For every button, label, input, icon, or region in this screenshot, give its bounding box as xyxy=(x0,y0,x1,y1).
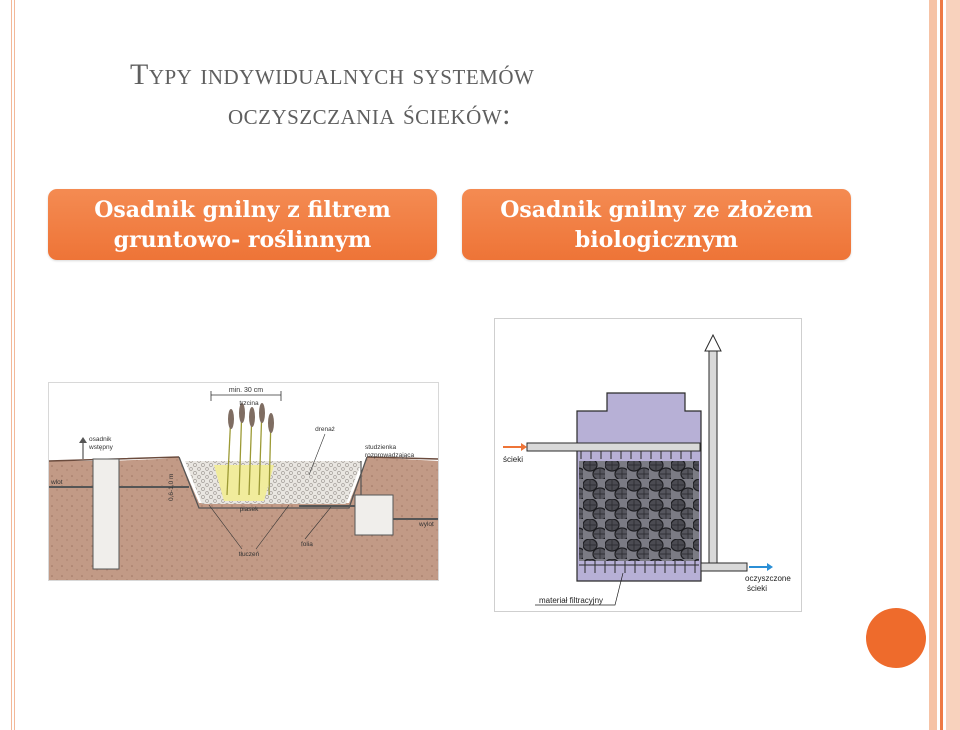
foil-liner xyxy=(178,456,368,509)
filter-material-label: materiał filtracyjny xyxy=(539,596,603,605)
gravel-label: tłuczeń xyxy=(239,551,260,558)
sewage-label: ścieki xyxy=(503,455,523,464)
chamber-label-2: rozprowadzająca xyxy=(365,452,415,459)
inlet-pipe xyxy=(526,442,701,452)
vent-pipe xyxy=(708,348,718,572)
soil-plant-filter-diagram: min. 30 cm trzcina drenaż osadnik wstępn… xyxy=(48,382,439,581)
slide-title-line-2: oczyszczania ścieków: xyxy=(228,98,511,131)
slide-title: Typy indywidualnych systemów oczyszczani… xyxy=(130,55,850,135)
septic-tank xyxy=(92,458,120,570)
depth-label: 0,6-1,0 m xyxy=(168,474,175,501)
left-heading-line-1: Osadnik gnilny z filtrem xyxy=(94,196,391,223)
decor-rail-light xyxy=(929,0,937,730)
decor-rail-thin xyxy=(940,0,943,730)
outlet-pipe xyxy=(700,562,748,572)
slide-title-line-1: Typy indywidualnych systemów xyxy=(130,58,535,91)
left-heading-box: Osadnik gnilny z filtrem gruntowo- rośli… xyxy=(48,189,437,260)
inlet-label: wlot xyxy=(50,479,63,486)
decor-rail-left-line-2 xyxy=(14,0,15,730)
primary-tank-label: osadnik xyxy=(89,436,112,443)
chamber-label: studzienka xyxy=(365,444,396,451)
drainage-label: drenaż xyxy=(315,426,335,433)
left-heading-line-2: gruntowo- roślinnym xyxy=(113,226,372,253)
distribution-chamber xyxy=(354,494,394,536)
foil-label: folia xyxy=(301,541,313,548)
sand-label: piasek xyxy=(240,506,260,513)
right-heading-line-2: biologicznym xyxy=(574,226,739,253)
decor-rail-wide xyxy=(946,0,960,730)
filter-media xyxy=(579,461,699,561)
treated-label: oczyszczone xyxy=(745,574,791,583)
decor-orange-circle xyxy=(866,608,926,668)
reed-label: trzcina xyxy=(239,400,259,407)
distribution-teeth xyxy=(580,451,692,459)
biological-bed-diagram: ścieki oczyszczone ścieki materiał filtr… xyxy=(494,318,802,612)
decor-rail-left-line xyxy=(11,0,12,730)
sand-layer xyxy=(214,465,274,501)
gravel-fill xyxy=(185,461,362,504)
primary-tank-label-2: wstępny xyxy=(88,444,114,451)
treated-label-2: ścieki xyxy=(747,584,767,593)
soil-plant-filter-svg: min. 30 cm trzcina drenaż osadnik wstępn… xyxy=(48,387,439,580)
outlet-label: wylot xyxy=(418,521,434,528)
right-heading-box: Osadnik gnilny ze złożem biologicznym xyxy=(462,189,851,260)
dimension-label: min. 30 cm xyxy=(229,387,263,394)
support-grid xyxy=(579,561,699,573)
biological-bed-svg: ścieki oczyszczone ścieki materiał filtr… xyxy=(503,333,791,606)
right-heading-line-1: Osadnik gnilny ze złożem xyxy=(500,196,813,223)
vent-cap xyxy=(704,333,722,352)
reed-heads xyxy=(228,403,274,433)
